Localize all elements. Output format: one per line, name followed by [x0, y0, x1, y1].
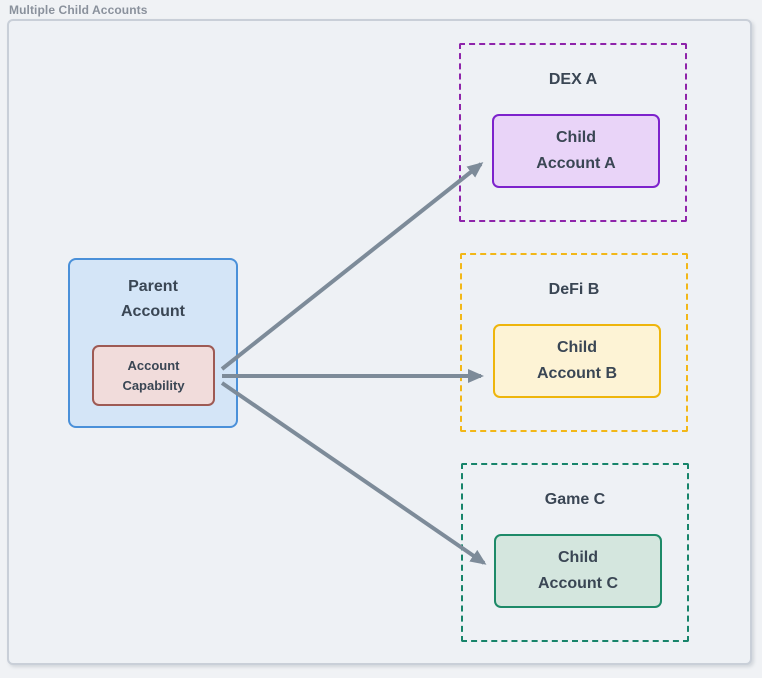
child-account-c-label-line2: Account C: [538, 575, 618, 592]
group-game-c-label: Game C: [544, 491, 606, 508]
diagram-title: Multiple Child Accounts: [9, 3, 148, 17]
parent-account-label-line2: Account: [121, 303, 185, 320]
child-account-a-label-line2: Account A: [536, 155, 616, 172]
child-account-b-node: Child Account B: [493, 324, 661, 398]
parent-account-label-line1: Parent: [128, 278, 178, 295]
group-defi-b: DeFi B Child Account B: [460, 253, 688, 432]
group-defi-b-label: DeFi B: [548, 281, 600, 298]
account-capability-label-line2: Capability: [122, 377, 185, 393]
child-account-c-label-line1: Child: [558, 549, 598, 566]
child-account-c-node: Child Account C: [494, 534, 662, 608]
account-capability-node: Account Capability: [92, 345, 215, 406]
group-dex-a: DEX A Child Account A: [459, 43, 687, 222]
child-account-b-label-line2: Account B: [537, 365, 617, 382]
group-dex-a-label: DEX A: [548, 71, 598, 88]
account-capability-label-line1: Account: [127, 357, 180, 373]
child-account-a-node: Child Account A: [492, 114, 660, 188]
group-game-c: Game C Child Account C: [461, 463, 689, 642]
child-account-a-label-line1: Child: [556, 129, 596, 146]
child-account-b-label-line1: Child: [557, 339, 597, 356]
